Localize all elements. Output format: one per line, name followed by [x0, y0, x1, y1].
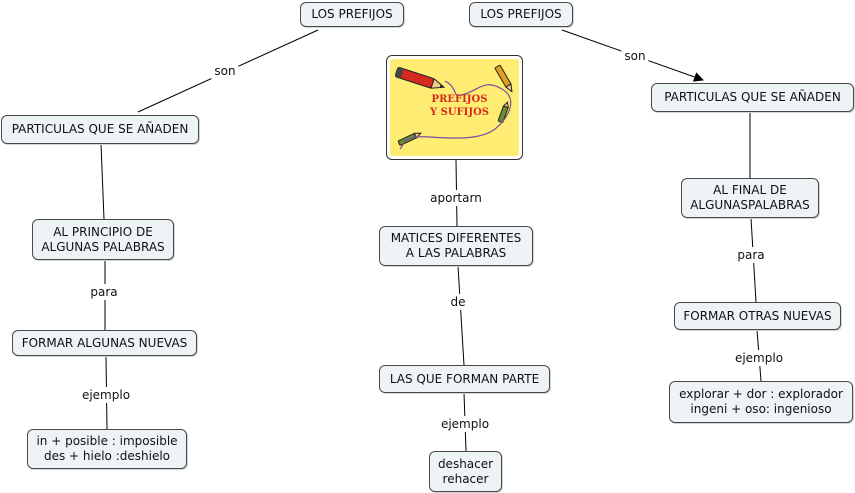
link-label-ejemplo-left: ejemplo: [78, 387, 134, 403]
concept-node-formar-algunas[interactable]: FORMAR ALGUNAS NUEVAS: [12, 330, 197, 356]
concept-node-ejemplo-left[interactable]: in + posible : imposible des + hielo :de…: [27, 429, 187, 469]
concept-node-right-prefijos[interactable]: LOS PREFIJOS: [469, 2, 573, 27]
link-center-matices-parte: [457, 265, 465, 366]
image-caption: PREFIJOS Y SUFIJOS: [430, 94, 490, 118]
concept-node-las-que-forman[interactable]: LAS QUE FORMAN PARTE: [379, 365, 550, 393]
link-label-para-left: para: [87, 284, 121, 300]
link-label-son-left: son: [211, 63, 239, 79]
concept-node-deshacer[interactable]: deshacer rehacer: [429, 451, 502, 492]
link-label-ejemplo-center: ejemplo: [437, 416, 493, 432]
pencil-icon: [394, 64, 513, 150]
concept-image-node[interactable]: PREFIJOS Y SUFIJOS: [386, 55, 523, 160]
concept-node-left-prefijos[interactable]: LOS PREFIJOS: [300, 2, 404, 27]
concept-node-matices[interactable]: MATICES DIFERENTES A LAS PALABRAS: [379, 226, 533, 266]
link-label-aportarn: aportarn: [427, 190, 485, 206]
concept-node-ejemplo-right[interactable]: explorar + dor : explorador ingeni + oso…: [669, 381, 853, 423]
link-label-ejemplo-right: ejemplo: [731, 350, 787, 366]
link-label-de: de: [447, 294, 469, 310]
link-label-son-right: son: [621, 48, 649, 64]
link-left-particulas-principio: [100, 143, 105, 220]
concept-node-left-particulas[interactable]: PARTICULAS QUE SE AÑADEN: [1, 115, 199, 144]
link-label-para-right: para: [734, 247, 768, 263]
concept-node-formar-otras[interactable]: FORMAR OTRAS NUEVAS: [674, 302, 841, 330]
concept-node-al-final[interactable]: AL FINAL DE ALGUNASPALABRAS: [681, 178, 819, 218]
prefijos-sufijos-illustration: PREFIJOS Y SUFIJOS: [390, 59, 519, 156]
concept-node-al-principio[interactable]: AL PRINCIPIO DE ALGUNAS PALABRAS: [32, 219, 174, 260]
concept-node-right-particulas[interactable]: PARTICULAS QUE SE AÑADEN: [651, 83, 854, 112]
